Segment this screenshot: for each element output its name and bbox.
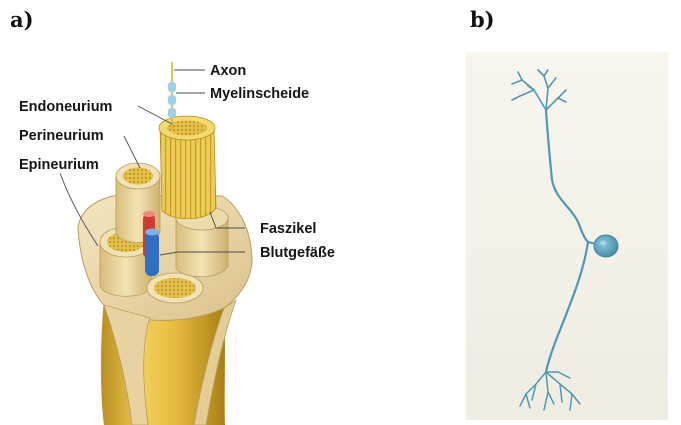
label-axon: Axon [210, 63, 246, 79]
vein [145, 232, 159, 276]
label-myelin-sheath: Myelinscheide [210, 86, 309, 102]
exposed-fibers [159, 116, 216, 219]
panel-a-label: a) [10, 7, 34, 32]
label-endoneurium: Endoneurium [19, 99, 112, 115]
label-epineurium: Epineurium [19, 157, 99, 173]
label-fascicle: Faszikel [260, 221, 316, 237]
label-blood-vessels: Blutgefäße [260, 245, 335, 261]
label-perineurium: Perineurium [19, 128, 104, 144]
nerve-illustration [78, 62, 252, 425]
neuron-background [466, 52, 668, 420]
panel-b-label: b) [470, 7, 495, 32]
fascicle-bottom [147, 273, 203, 303]
